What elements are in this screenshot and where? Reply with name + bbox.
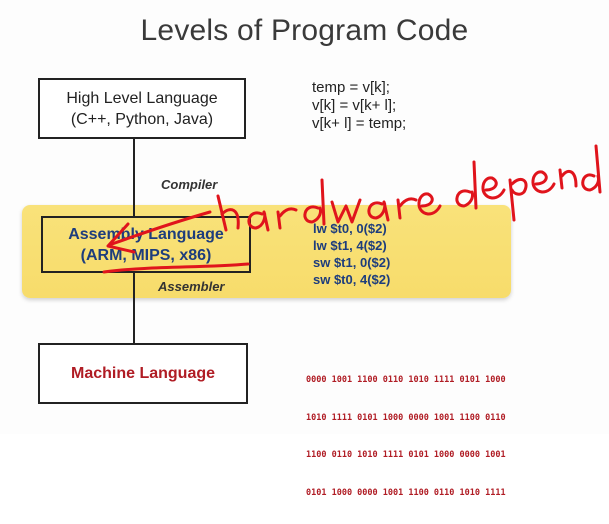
binary-row: 0000 1001 1100 0110 1010 1111 0101 1000 xyxy=(306,375,506,385)
high-level-language-label: High Level Language xyxy=(66,89,218,107)
code-line: v[k] = v[k+ l]; xyxy=(312,97,397,114)
connector-compiler xyxy=(133,139,135,216)
code-line: v[k+ l] = temp; xyxy=(312,115,407,132)
high-level-code: temp = v[k]; v[k] = v[k+ l]; v[k+ l] = t… xyxy=(312,79,406,133)
slide: Levels of Program Code High Level Langua… xyxy=(22,14,602,498)
high-level-language-box: High Level Language (C++, Python, Java) xyxy=(38,78,246,139)
asm-line: sw $t0, 4($2) xyxy=(313,272,391,287)
binary-row: 1100 0110 1010 1111 0101 1000 0000 1001 xyxy=(306,450,506,460)
binary-row: 1010 1111 0101 1000 0000 1001 1100 0110 xyxy=(306,412,506,423)
machine-code: 0000 1001 1100 0110 1010 1111 0101 1000 … xyxy=(306,349,506,524)
assembly-language-box: Assembly Language (ARM, MIPS, x86) xyxy=(41,216,251,273)
assembly-language-label: Assembly Language xyxy=(68,225,224,243)
assembly-code: lw $t0, 0($2) lw $t1, 4($2) sw $t1, 0($2… xyxy=(313,220,390,288)
compiler-label: Compiler xyxy=(161,177,218,192)
asm-line: sw $t1, 0($2) xyxy=(313,255,391,270)
assembly-language-examples: (ARM, MIPS, x86) xyxy=(80,246,212,264)
binary-row: 0101 1000 0000 1001 1100 0110 1010 1111 xyxy=(306,487,506,498)
assembler-label: Assembler xyxy=(158,279,225,294)
asm-line: lw $t1, 4($2) xyxy=(313,238,387,253)
asm-line: lw $t0, 0($2) xyxy=(313,221,387,236)
machine-language-box: Machine Language xyxy=(38,343,248,404)
code-line: temp = v[k]; xyxy=(312,79,390,96)
high-level-language-examples: (C++, Python, Java) xyxy=(70,110,214,128)
slide-title: Levels of Program Code xyxy=(140,14,469,47)
connector-assembler xyxy=(133,273,135,343)
machine-language-label: Machine Language xyxy=(70,364,216,382)
